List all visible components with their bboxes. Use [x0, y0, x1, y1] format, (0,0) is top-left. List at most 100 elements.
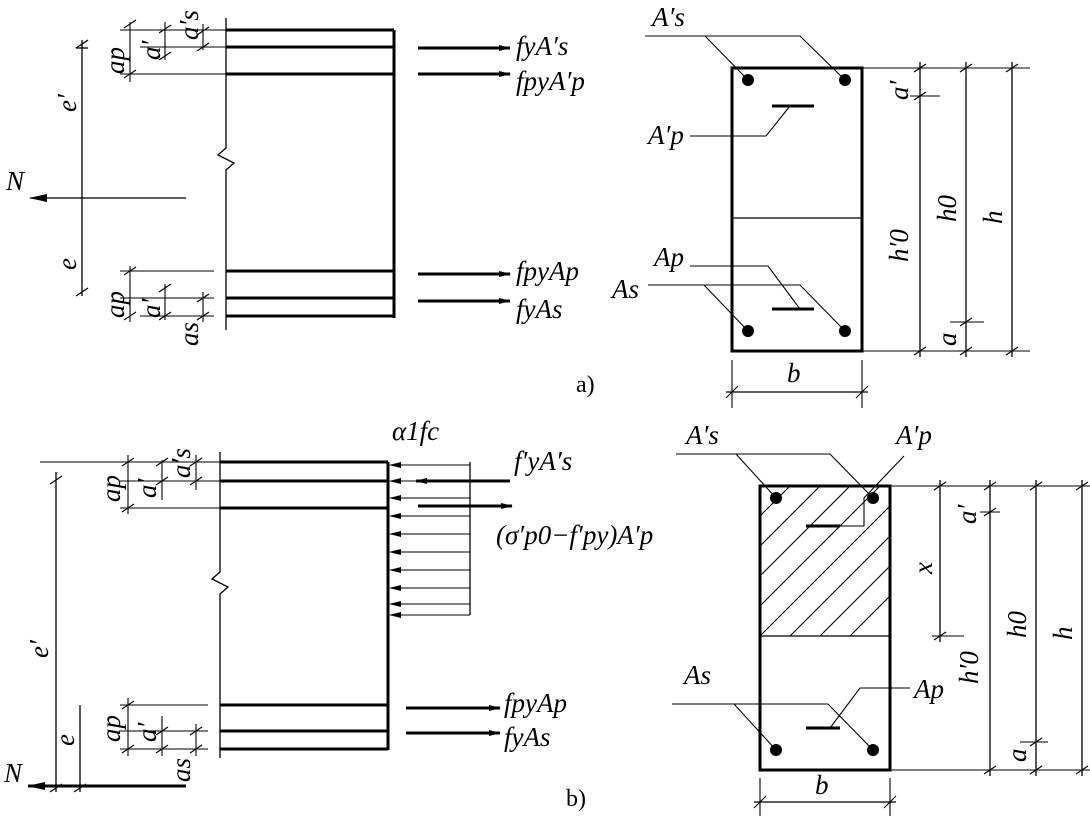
tick	[196, 311, 210, 321]
label-a-prime-bottom-b: a′	[132, 722, 162, 743]
label-a-prime-top-b: a′	[132, 478, 162, 499]
label-fyAs-b: fyAs	[504, 722, 551, 752]
label-alpha1fc-b: α1fc	[392, 416, 439, 446]
tick	[196, 42, 210, 52]
label-a-section-a: a	[932, 333, 962, 347]
tick	[913, 346, 927, 356]
tick	[155, 476, 169, 486]
label-h0-section-a: h0	[932, 195, 962, 223]
tick	[189, 744, 203, 754]
tick	[959, 317, 973, 327]
label-h-section-a: h	[978, 211, 1008, 225]
compression-arrows-b	[389, 462, 470, 618]
label-fyAs-prime-b: f′yA′s	[514, 446, 572, 476]
label-As-section-a: As	[610, 274, 639, 304]
label-As-section-b: As	[682, 660, 711, 690]
tick	[855, 385, 869, 399]
leader-As-prime-a2	[705, 35, 846, 81]
section-b: A′s A′p As Ap x a′ h′0 h0 h a b	[672, 420, 1090, 816]
tick	[158, 311, 172, 321]
tick	[1075, 765, 1089, 775]
label-ap-top-b: ap	[96, 475, 126, 502]
label-h0-section-b: h0	[1002, 611, 1032, 639]
leader-Ap-a	[690, 265, 801, 310]
tick	[196, 293, 210, 303]
label-x-section-b: x	[908, 562, 938, 575]
tick	[1029, 765, 1043, 775]
label-N-b: N	[3, 758, 24, 788]
tick	[123, 266, 137, 276]
tick	[155, 726, 169, 736]
label-fpyAp-b: fpyAp	[504, 688, 567, 718]
tick	[983, 507, 997, 517]
tick	[1005, 63, 1019, 73]
tick	[121, 744, 135, 754]
label-e-prime-a: e′	[52, 93, 82, 112]
leader-line	[829, 687, 910, 729]
label-a-prime-bottom-a: a′	[136, 298, 166, 319]
label-ap-bottom-b: ap	[96, 715, 126, 742]
label-a-prime-section-b: a′	[952, 504, 982, 525]
member-left-edge-b	[210, 452, 230, 758]
label-e-a: e	[52, 258, 82, 270]
tick	[189, 726, 203, 736]
tick	[75, 39, 89, 49]
label-fpyAp-a: fpyAp	[516, 256, 579, 286]
label-e-prime-b: e′	[24, 639, 54, 658]
tick	[196, 26, 210, 36]
label-ap-top-a: ap	[100, 47, 130, 74]
section-a: A′s A′p Ap As a′ h′0 h0 h a b	[610, 2, 1030, 408]
tick	[983, 765, 997, 775]
label-h0-prime-section-b: h′0	[954, 651, 984, 684]
tick	[123, 19, 137, 29]
label-ap-bottom-a: ap	[100, 291, 130, 318]
tick	[913, 91, 927, 101]
tick	[158, 24, 172, 34]
label-a-prime-top-a: a′	[136, 40, 166, 61]
section-outline-b	[758, 484, 892, 772]
label-sigma-b: (σ′p0−f′py)A′p	[496, 520, 653, 550]
member-left-edge-a	[216, 18, 236, 330]
tick	[189, 457, 203, 467]
label-as-bottom-b: as	[166, 758, 196, 782]
caption-b: b)	[566, 786, 586, 812]
tick	[959, 346, 973, 356]
tick	[121, 700, 135, 710]
tick	[1029, 481, 1043, 491]
label-b-section-a: b	[787, 358, 801, 388]
tick	[883, 795, 897, 809]
label-N-a: N	[5, 166, 26, 196]
tick	[933, 481, 947, 491]
label-fyAs-a: fyAs	[516, 294, 563, 324]
label-a-section-b: a	[1002, 749, 1032, 763]
label-As-prime-section-a: A′s	[650, 2, 685, 32]
leader-As-a2	[704, 284, 846, 332]
label-h0-prime-section-a: h′0	[884, 229, 914, 262]
tick	[121, 457, 135, 467]
label-as-prime-top-a: a′s	[174, 10, 204, 40]
tick	[959, 63, 973, 73]
label-b-section-b: b	[815, 770, 829, 800]
tick	[158, 51, 172, 61]
tick	[753, 795, 767, 809]
elevation-a: fyA′s fpyA′p fpyAp fyAs N e′ e ap a′ a′s…	[5, 10, 585, 346]
leader-Ap-prime-a	[690, 105, 791, 137]
label-e-b: e	[50, 734, 80, 746]
tick	[158, 283, 172, 293]
leader-line	[840, 455, 905, 527]
tick	[1005, 346, 1019, 356]
tick	[123, 311, 137, 321]
tick	[189, 476, 203, 486]
label-fyAs-prime-a: fyA′s	[516, 31, 568, 61]
tick	[725, 385, 739, 399]
label-As-prime-section-b: A′s	[684, 420, 719, 450]
label-Ap-section-a: Ap	[652, 242, 684, 272]
elevation-b: α1fc f′yA′s (σ′p0−f′py)A′p fpyAp fyAs N …	[3, 416, 653, 793]
tick	[75, 287, 89, 297]
tick	[123, 69, 137, 79]
tick	[933, 631, 947, 641]
compression-zone-hatch	[760, 486, 890, 636]
label-h-section-b: h	[1048, 627, 1078, 641]
tick	[155, 744, 169, 754]
